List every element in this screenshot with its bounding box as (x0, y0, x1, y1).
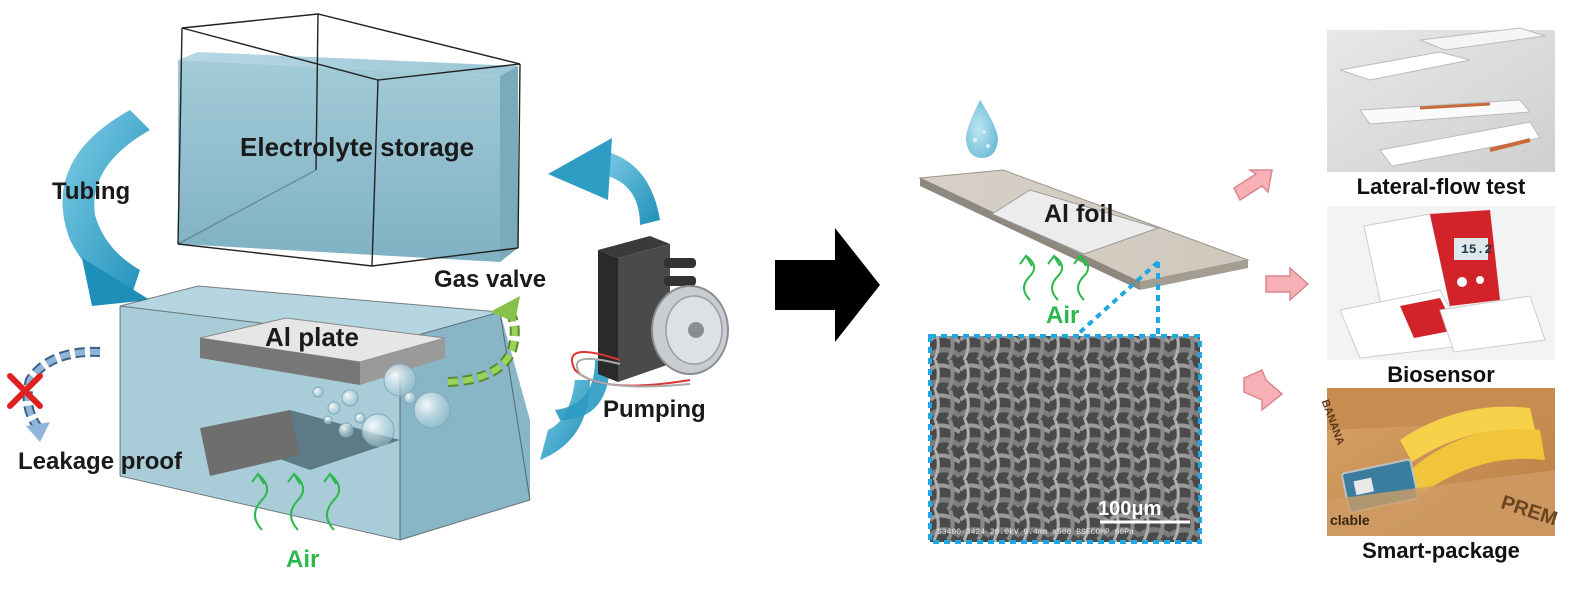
sem-info-text: S3400-3424 20.0kV 9.4mm x500 BSECOMP 60P… (937, 528, 1134, 537)
application-arrows (1233, 169, 1310, 412)
al-plate-edge-right (360, 338, 445, 385)
leakage-arrow (22, 346, 101, 434)
water-front (178, 60, 500, 262)
gas-bubbles (312, 363, 451, 447)
tubing-arrow (62, 110, 150, 300)
gas-valve-arrowhead (490, 296, 520, 322)
sem-frame (928, 334, 1202, 544)
box-text-clable: clable (1330, 512, 1370, 528)
al-plate-label: Al plate (265, 322, 359, 352)
water-side (500, 66, 518, 262)
leakage-proof-label: Leakage proof (18, 448, 183, 475)
water-surface (178, 52, 518, 76)
al-foil-piece (990, 189, 1160, 255)
al-foil-label: Al foil (1044, 200, 1114, 228)
return-arrowhead (548, 138, 612, 200)
tubing-arrowhead (82, 258, 150, 306)
air-label-left: Air (286, 546, 320, 573)
smart-package-photo (1327, 388, 1555, 536)
air-arrows-right (1019, 254, 1090, 301)
biosensor-display: 15.2 (1461, 242, 1493, 257)
pump-device (571, 236, 729, 388)
air-arrows-left (251, 472, 341, 531)
pumping-arrow (540, 380, 590, 460)
tank-frame (177, 13, 521, 267)
cell-chamber (119, 285, 531, 541)
sponge-pad (200, 410, 300, 476)
smart-package-caption: Smart-package (1362, 538, 1520, 563)
water-drop-icon (965, 100, 998, 158)
al-plate-edge-left (200, 338, 360, 385)
air-label-right: Air (1046, 302, 1080, 329)
biosensor-caption: Biosensor (1387, 362, 1495, 387)
biosensor-photo (1327, 206, 1555, 360)
sem-scale-label: 100μm (1098, 498, 1162, 520)
leakage-cross-icon (7, 373, 43, 409)
leakage-arrowhead (26, 422, 50, 442)
electrolyte-storage-label: Electrolyte storage (240, 132, 475, 162)
pumping-label: Pumping (603, 396, 706, 423)
transition-arrow (775, 228, 880, 342)
paper-strip (918, 169, 1250, 290)
tubing-label: Tubing (52, 178, 131, 205)
return-arrow (600, 150, 660, 225)
gas-valve-label: Gas valve (434, 266, 547, 293)
lateral-flow-photo (1327, 27, 1555, 172)
sem-connector (1076, 260, 1160, 336)
lateral-flow-caption: Lateral-flow test (1356, 174, 1526, 199)
chamber-top (120, 286, 500, 340)
sem-image (930, 336, 1200, 542)
electrolyte-storage-tank (177, 13, 521, 267)
